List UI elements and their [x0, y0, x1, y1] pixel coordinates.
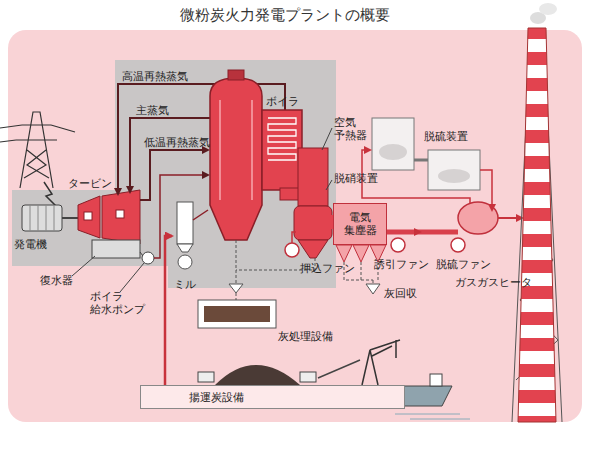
- node-text: 灰処理設備: [278, 330, 333, 343]
- lightning-mark: [44, 182, 56, 206]
- air-line: [292, 232, 296, 243]
- mill-motor: [178, 255, 192, 269]
- valve-symbol: [84, 212, 92, 220]
- part-label: 空気 予熱器: [334, 116, 374, 142]
- ash-funnel: [366, 284, 380, 294]
- ash-funnel: [229, 284, 243, 293]
- ash-pile: [204, 306, 270, 322]
- coal-supply-line: [165, 236, 172, 385]
- coal-feed-line: [193, 210, 208, 220]
- pink-background: [8, 30, 582, 422]
- hopper: [353, 245, 369, 262]
- turbine-symbol: [102, 190, 140, 244]
- hopper: [336, 245, 352, 262]
- leader-line: [322, 128, 332, 190]
- fan-symbol: [451, 238, 465, 252]
- water-line: [395, 414, 470, 419]
- part-label: 低温再熱蒸気: [144, 136, 210, 149]
- tower-lattice: [16, 125, 57, 178]
- condenser-symbol: [92, 240, 140, 258]
- transmission-tower: [0, 112, 75, 188]
- coal-pile: [215, 365, 300, 385]
- mill-symbol: [177, 244, 193, 252]
- air-preheater: [298, 148, 328, 206]
- bulldozer: [300, 372, 316, 382]
- tower-legs: [20, 112, 53, 188]
- denitration-unit: [294, 206, 332, 240]
- coal-ship: [398, 386, 452, 406]
- flow-arrow: [405, 232, 420, 233]
- part-label: 高温再熱蒸気: [122, 70, 188, 83]
- unloader-crane: [362, 340, 400, 385]
- coal-handling-band: 揚運炭設備: [140, 385, 405, 409]
- steam-line: [130, 118, 212, 192]
- generator-ribs: [30, 205, 54, 231]
- hopper: [298, 240, 328, 258]
- mill-node: ミル: [172, 198, 198, 274]
- gas-line: [480, 170, 492, 210]
- fan-symbol: [285, 243, 299, 257]
- part-label: 押込ファン: [300, 262, 355, 275]
- precipitator-box: 電気 集塵器: [333, 203, 387, 245]
- part-label: ガスガスヒータ: [455, 276, 532, 289]
- part-label: ボイラ 給水ポンプ: [90, 290, 152, 316]
- pipe: [414, 159, 428, 162]
- part-label: 主蒸気: [136, 104, 169, 117]
- pump-symbol: [142, 252, 154, 264]
- bulldozer: [198, 372, 214, 382]
- boiler-second-pass: [262, 110, 302, 190]
- fan-symbol: [391, 238, 405, 252]
- gas-duct: [387, 230, 458, 235]
- part-label: 脱硫装置: [424, 130, 468, 143]
- valve-symbol: [116, 210, 124, 218]
- node-text: ミル: [174, 278, 196, 291]
- power-wire: [0, 125, 75, 142]
- part-label: 復水器: [40, 274, 73, 287]
- boiler-drum: [228, 70, 244, 80]
- part-label: 脱硝装置: [334, 172, 378, 185]
- boiler-body: [210, 78, 262, 240]
- gas-line: [498, 217, 522, 219]
- smoke: [539, 3, 557, 15]
- heat-coil: [268, 118, 296, 160]
- part-label: 脱硫ファン: [436, 258, 491, 271]
- ash-treatment-node: 灰処理設備: [198, 300, 276, 328]
- node-text: 電気 集塵器: [334, 204, 386, 244]
- desulfurization-unit: [372, 118, 414, 170]
- feedwater-line: [154, 175, 208, 258]
- ship-cabin: [430, 374, 442, 386]
- leader-line: [72, 256, 95, 276]
- chimney: [518, 28, 556, 422]
- mill-symbol: [177, 202, 193, 244]
- part-label: 発電機: [14, 238, 47, 251]
- diagram-title: 微粉炭火力発電プラントの概要: [0, 6, 570, 25]
- vapor-cloud: [438, 169, 470, 183]
- part-label: 灰回収: [384, 287, 417, 300]
- desulfurization-unit: [428, 150, 480, 190]
- conveyor: [318, 360, 360, 378]
- part-label: 誘引ファン: [374, 258, 429, 271]
- gas-line: [362, 150, 470, 203]
- shaft: [62, 217, 78, 219]
- gray-region: [12, 60, 336, 288]
- node-text: 揚運炭設備: [189, 391, 244, 404]
- part-label: タービン: [68, 177, 112, 190]
- pipe: [140, 252, 143, 256]
- ash-line: [236, 293, 237, 300]
- boiler-tubes: [220, 100, 252, 200]
- leader-line: [120, 263, 144, 292]
- generator-symbol: [22, 205, 62, 231]
- steam-line: [140, 150, 208, 200]
- vapor-cloud: [379, 144, 407, 160]
- part-label: ボイラ: [266, 95, 299, 108]
- turbine-symbol: [78, 196, 100, 238]
- ash-treatment-box: [198, 300, 276, 328]
